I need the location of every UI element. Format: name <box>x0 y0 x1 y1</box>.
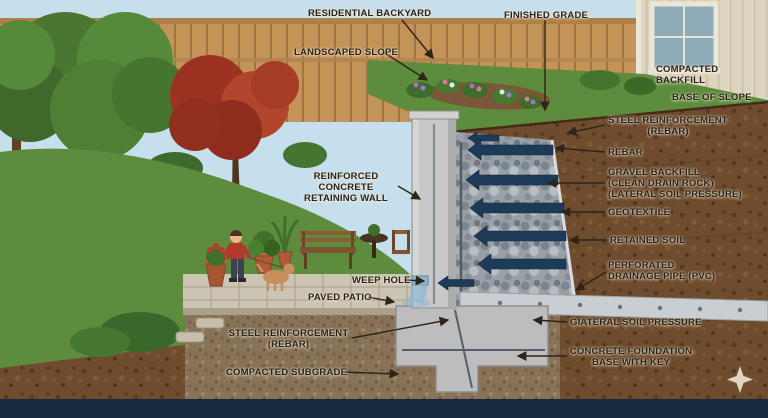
sparkle-icon <box>727 366 753 393</box>
pressure-arrow-icon <box>465 169 559 191</box>
arrow-lateral-soil-pressure <box>532 315 568 326</box>
arrow-weep-hole <box>404 275 426 286</box>
dog-body <box>263 270 289 284</box>
arrow-rebar <box>554 143 606 154</box>
pressure-arrow-icon <box>473 225 567 247</box>
bottom-bar <box>0 399 768 418</box>
arrow-steel-reinforcement-bottom <box>351 316 450 339</box>
pressure-arrow-icon <box>467 139 554 161</box>
label-compacted-backfill: COMPACTED BACKFILL <box>656 64 719 86</box>
label-geotextile: GEOTEXTILE <box>608 207 671 218</box>
arrow-perforated-pipe <box>574 271 607 291</box>
trees <box>0 12 327 235</box>
foundation-rebar-dowel <box>454 309 473 389</box>
geotextile-line <box>550 139 578 309</box>
arrow-paved-patio <box>367 295 396 306</box>
label-lateral-soil-pressure: GIATERAL SOIL PRESSURE <box>570 317 702 328</box>
label-paved-patio: PAVED PATIO <box>308 292 372 303</box>
label-steel-reinforcement-top: STEEL REINFORCEMENT (REBAR) <box>608 115 728 137</box>
arrow-reinforced-wall <box>397 185 422 200</box>
pressure-arrow-icon <box>437 275 475 291</box>
house <box>636 0 768 98</box>
pressure-arrow-icon <box>477 253 567 275</box>
label-steel-reinforcement-bottom: STEEL REINFORCEMENT (REBAR) <box>228 328 349 350</box>
label-residential-backyard: RESIDENTIAL BACKYARD <box>308 8 432 19</box>
pressure-arrows <box>437 131 567 291</box>
arrow-landscaped-slope <box>382 51 429 81</box>
label-weep-hole: WEEP HOLE <box>352 275 411 286</box>
dog-leash <box>249 257 285 269</box>
arrow-residential-backyard <box>401 19 434 60</box>
label-retained-soil: RETAINED SOIL <box>610 235 686 246</box>
label-gravel-backfill: GRAVEL BACKFILL (CLEAN DRAIN ROCK) (LATE… <box>608 167 742 200</box>
label-compacted-subgrade: COMPACTED SUBGRADE <box>226 367 348 378</box>
concrete-foundation-base <box>395 305 549 393</box>
label-reinforced-wall: REINFORCED CONCRETE RETAINING WALL <box>304 171 388 204</box>
label-landscaped-slope: LANDSCAPED SLOPE <box>294 47 399 58</box>
arrow-steel-reinforcement-top <box>566 124 606 137</box>
label-rebar: REBAR <box>608 147 643 158</box>
label-finished-grade: FINISHED GRADE <box>504 10 589 21</box>
patio-furniture-and-people <box>205 215 410 291</box>
label-arrows <box>341 19 607 379</box>
label-base-of-slope: BASE OF SLOPE <box>672 92 752 103</box>
arrow-compacted-subgrade <box>341 368 400 379</box>
label-perforated-pipe: PERFORATED DRAINAGE PIPE (PVC) <box>608 260 716 282</box>
paved-patio-surface <box>175 274 412 343</box>
label-concrete-foundation: CONCRETE FOUNDATION BASE WITH KEY <box>569 346 693 368</box>
